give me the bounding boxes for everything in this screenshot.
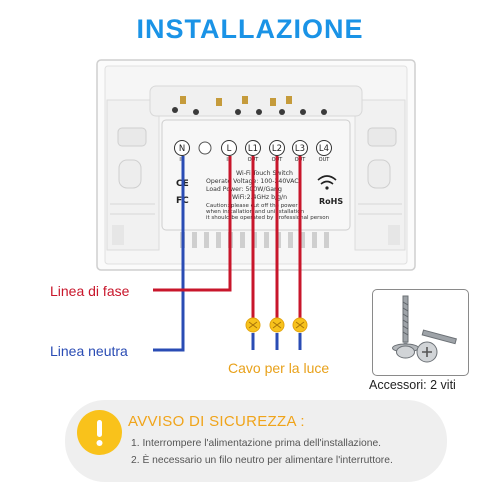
terminal-l4-sub: OUT	[319, 157, 331, 163]
bulb-icon	[245, 317, 261, 333]
terminal-n-label: N	[179, 144, 185, 154]
warning-line-1: 1. Interrompere l'alimentazione prima de…	[131, 438, 382, 449]
exclamation-icon	[96, 420, 103, 446]
terminal-l1	[245, 140, 261, 156]
wires	[153, 156, 302, 352]
phase-line-label: Linea di fase	[50, 283, 130, 299]
terminal-l2	[269, 140, 285, 156]
right-screw-slot	[367, 159, 391, 189]
light-cable-label: Cavo per la luce	[228, 360, 330, 376]
neutral-wire	[153, 156, 185, 352]
terminal-l4	[316, 140, 332, 156]
spec-line-3: Load Power: 500W/Gang	[206, 186, 282, 193]
terminal-l1-label: L1	[248, 144, 258, 154]
screw-icon	[392, 295, 457, 363]
terminal-n	[174, 140, 190, 156]
terminal-l	[221, 140, 237, 156]
terminal-l3	[292, 140, 308, 156]
spec-line-4: WiFi:2.4GHz b/g/n	[232, 194, 287, 201]
safety-warning-box	[65, 400, 447, 482]
phase-wire	[153, 156, 232, 292]
left-screw-slot	[118, 159, 142, 189]
spec-line-1: Wi-Fi Touch Switch	[236, 170, 293, 177]
rohs-mark: RoHS	[319, 197, 343, 206]
terminal-l-label: L	[227, 144, 232, 154]
neutral-line-label: Linea neutra	[50, 343, 128, 359]
page-title: INSTALLAZIONE	[136, 14, 364, 44]
wifi-icon	[317, 175, 337, 190]
warning-badge	[77, 410, 122, 455]
spec-line-6: when installation and uninstallation	[206, 209, 305, 215]
accessories-label: Accessori: 2 viti	[369, 378, 456, 392]
accessories-box	[372, 289, 469, 376]
bulb-icon	[269, 317, 285, 333]
warning-line-2: 2. È necessario un filo neutro per alime…	[131, 455, 393, 466]
bulb-icon	[292, 317, 308, 333]
terminal-l2-label: L2	[272, 144, 282, 154]
top-terminal-screws	[172, 96, 327, 115]
terminal-l4-label: L4	[319, 144, 329, 154]
warning-title: AVVISO DI SICUREZZA :	[128, 413, 305, 430]
terminal-l3-label: L3	[295, 144, 305, 154]
spec-line-7: it should be operated by professional pe…	[206, 215, 330, 221]
